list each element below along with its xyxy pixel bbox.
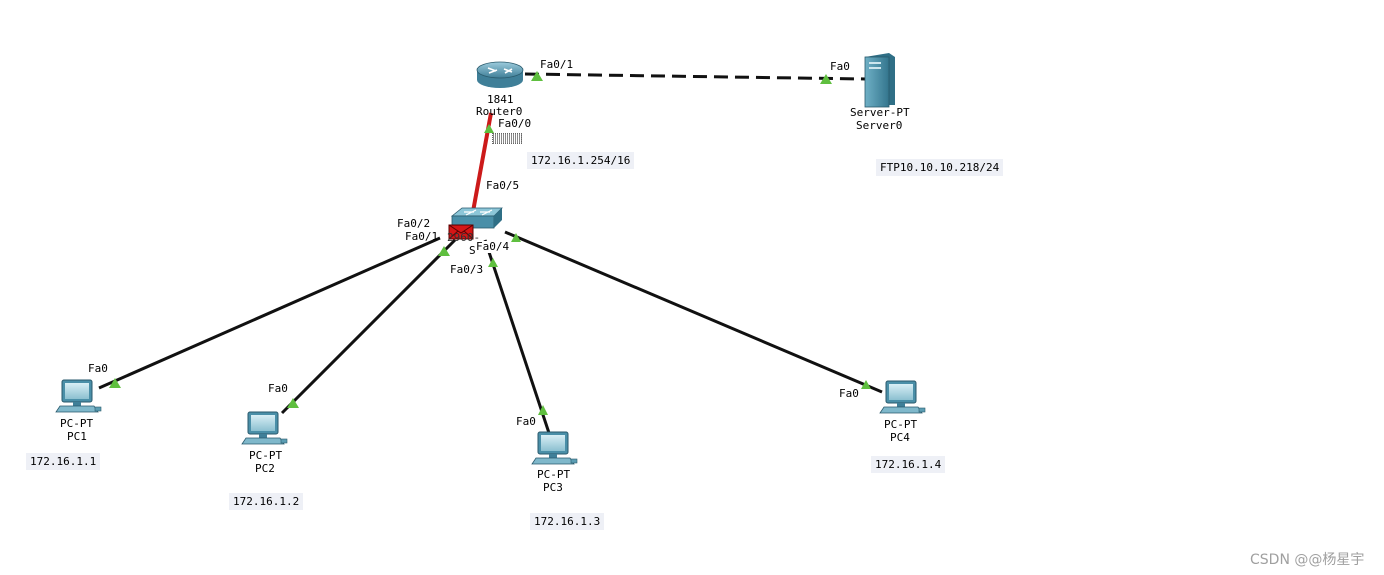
pc3-ip-label: 172.16.1.3 xyxy=(530,513,605,530)
router-port-fa0-1: Fa0/1 xyxy=(540,58,574,71)
switch-model: 2960-24TT xyxy=(447,232,481,244)
server-model: Server-PT xyxy=(850,106,910,119)
cable-switch-pc3[interactable] xyxy=(483,239,551,434)
pc4-model: PC-PT xyxy=(884,418,918,431)
cable-router-server[interactable] xyxy=(524,72,867,81)
link-up-indicator xyxy=(820,74,832,84)
pc4-ip-label: 172.16.1.4 xyxy=(871,456,946,473)
link-up-indicator xyxy=(484,124,494,133)
link-up-indicator xyxy=(531,71,543,81)
switch-port-fa0-3: Fa0/3 xyxy=(450,263,484,276)
switch-port-fa0-4: Fa0/4 xyxy=(476,240,510,253)
watermark: CSDN @@杨星宇 xyxy=(1250,552,1365,568)
pc-icon[interactable] xyxy=(55,379,102,413)
pc2-name: PC2 xyxy=(255,462,275,475)
port-highlight xyxy=(492,133,522,144)
link-up-indicator xyxy=(861,380,871,389)
envelope-icon xyxy=(448,224,474,240)
server-ip-label: FTP10.10.10.218/24 xyxy=(876,159,1004,176)
switch-port-fa0-5: Fa0/5 xyxy=(486,179,520,192)
pc1-port: Fa0 xyxy=(88,362,108,375)
link-up-indicator xyxy=(511,233,521,242)
link-up-indicator xyxy=(287,398,299,408)
cable-switch-pc4[interactable] xyxy=(504,230,883,394)
pc1-model: PC-PT xyxy=(60,417,94,430)
pc2-model: PC-PT xyxy=(249,449,283,462)
server-icon[interactable] xyxy=(864,53,895,108)
link-up-indicator xyxy=(538,405,548,415)
router-port-fa0-0: Fa0/0 xyxy=(498,117,532,130)
link-up-indicator xyxy=(488,258,498,267)
pc3-model: PC-PT xyxy=(537,468,571,481)
switch-port-fa0-2: Fa0/2 xyxy=(397,217,431,230)
pc4-port: Fa0 xyxy=(839,387,859,400)
router-icon[interactable] xyxy=(476,61,524,88)
router-model: 1841 xyxy=(487,93,514,106)
pc3-port: Fa0 xyxy=(516,415,536,428)
pc2-port: Fa0 xyxy=(268,382,288,395)
router-name: Router0 xyxy=(476,105,523,118)
pc-icon[interactable] xyxy=(241,411,288,445)
switch-name: S xyxy=(469,244,476,257)
pc-icon[interactable] xyxy=(879,380,926,414)
cable-switch-pc2[interactable] xyxy=(280,238,457,415)
link-up-indicator xyxy=(109,378,121,388)
server-port: Fa0 xyxy=(830,60,850,73)
switch-port-fa0-1: Fa0/1 xyxy=(405,230,439,243)
pc1-ip-label: 172.16.1.1 xyxy=(26,453,101,470)
pc3-name: PC3 xyxy=(543,481,563,494)
pc4-name: PC4 xyxy=(890,431,910,444)
pc1-name: PC1 xyxy=(67,430,87,443)
pc2-ip-label: 172.16.1.2 xyxy=(229,493,304,510)
link-up-indicator xyxy=(438,246,450,256)
router-ip-label: 172.16.1.254/16 xyxy=(527,152,635,169)
cable-switch-pc1[interactable] xyxy=(98,236,441,390)
server-name: Server0 xyxy=(856,119,903,132)
pc-icon[interactable] xyxy=(531,431,578,465)
